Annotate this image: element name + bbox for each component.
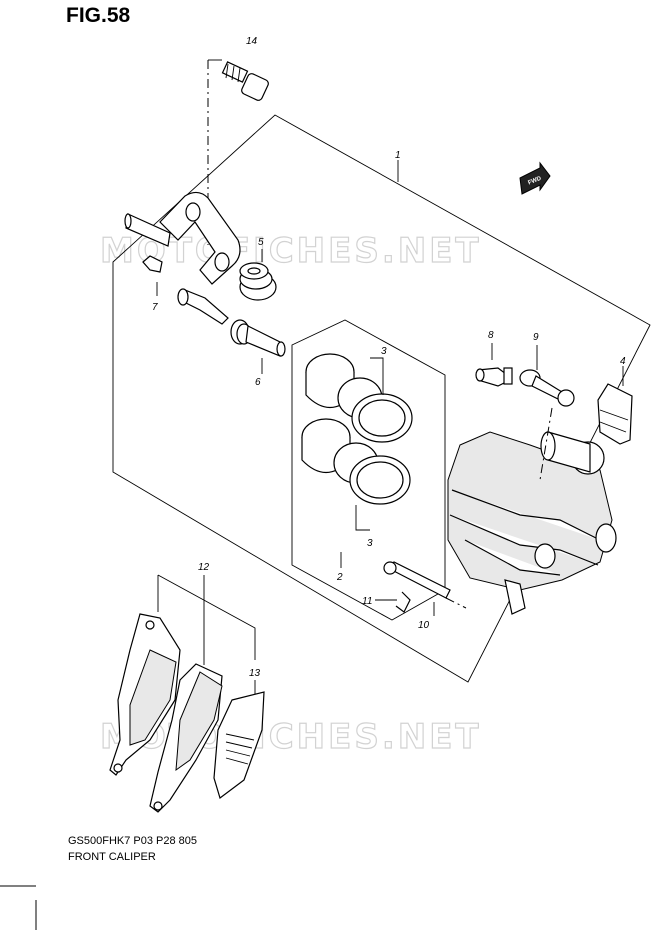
- pad-shim-13: [213, 691, 265, 799]
- figure-caption: FRONT CALIPER: [68, 851, 156, 863]
- leader-3-top: [370, 357, 384, 395]
- callout-2: 2: [336, 572, 343, 583]
- cap-9: [519, 369, 575, 407]
- fwd-label: FWD: [527, 176, 543, 187]
- callout-3-top: 3: [381, 346, 387, 357]
- figure-title: FIG.58: [66, 4, 131, 27]
- boot-5: [239, 262, 277, 301]
- caliper-body: [447, 431, 617, 615]
- leader-3-bottom: [355, 505, 370, 531]
- model-code: GS500FHK7 P03 P28 805: [68, 835, 198, 847]
- bolt-14: [221, 61, 269, 101]
- callout-12: 12: [198, 562, 210, 573]
- slide-pin-6: [230, 319, 286, 357]
- callout-3-bottom: 3: [367, 538, 373, 549]
- callout-8: 8: [488, 330, 494, 341]
- clip-11: [395, 591, 411, 613]
- callout-10: 10: [418, 620, 430, 631]
- pad-pin-10: [383, 561, 451, 599]
- callout-7: 7: [152, 302, 158, 313]
- leader-dashed-10: [445, 597, 467, 609]
- bleeder-valve-8: [475, 367, 513, 387]
- piston-upper: [305, 353, 383, 419]
- callout-11: 11: [362, 596, 372, 607]
- leader-dashed-9: [539, 407, 553, 481]
- callout-4: 4: [620, 356, 626, 367]
- pad-spring-4: [597, 383, 633, 445]
- callout-5: 5: [258, 237, 264, 248]
- caliper-bracket: [124, 191, 241, 285]
- callout-1: 1: [395, 150, 401, 161]
- seal-ring-upper: [351, 393, 413, 443]
- pad-group-bracket: [157, 574, 256, 660]
- seal-ring-lower: [349, 455, 411, 505]
- callout-13: 13: [249, 668, 261, 679]
- callout-9: 9: [533, 332, 539, 343]
- fwd-direction-badge: FWD: [519, 161, 551, 195]
- brake-pad-left: [109, 613, 181, 776]
- brake-pad-right: [149, 663, 223, 813]
- watermark-bottom: MOTOFICHES.NET: [100, 717, 482, 757]
- callout-6: 6: [255, 377, 261, 388]
- clip-7: [142, 255, 163, 273]
- callout-14: 14: [246, 36, 258, 47]
- caliper-pin: [177, 288, 229, 325]
